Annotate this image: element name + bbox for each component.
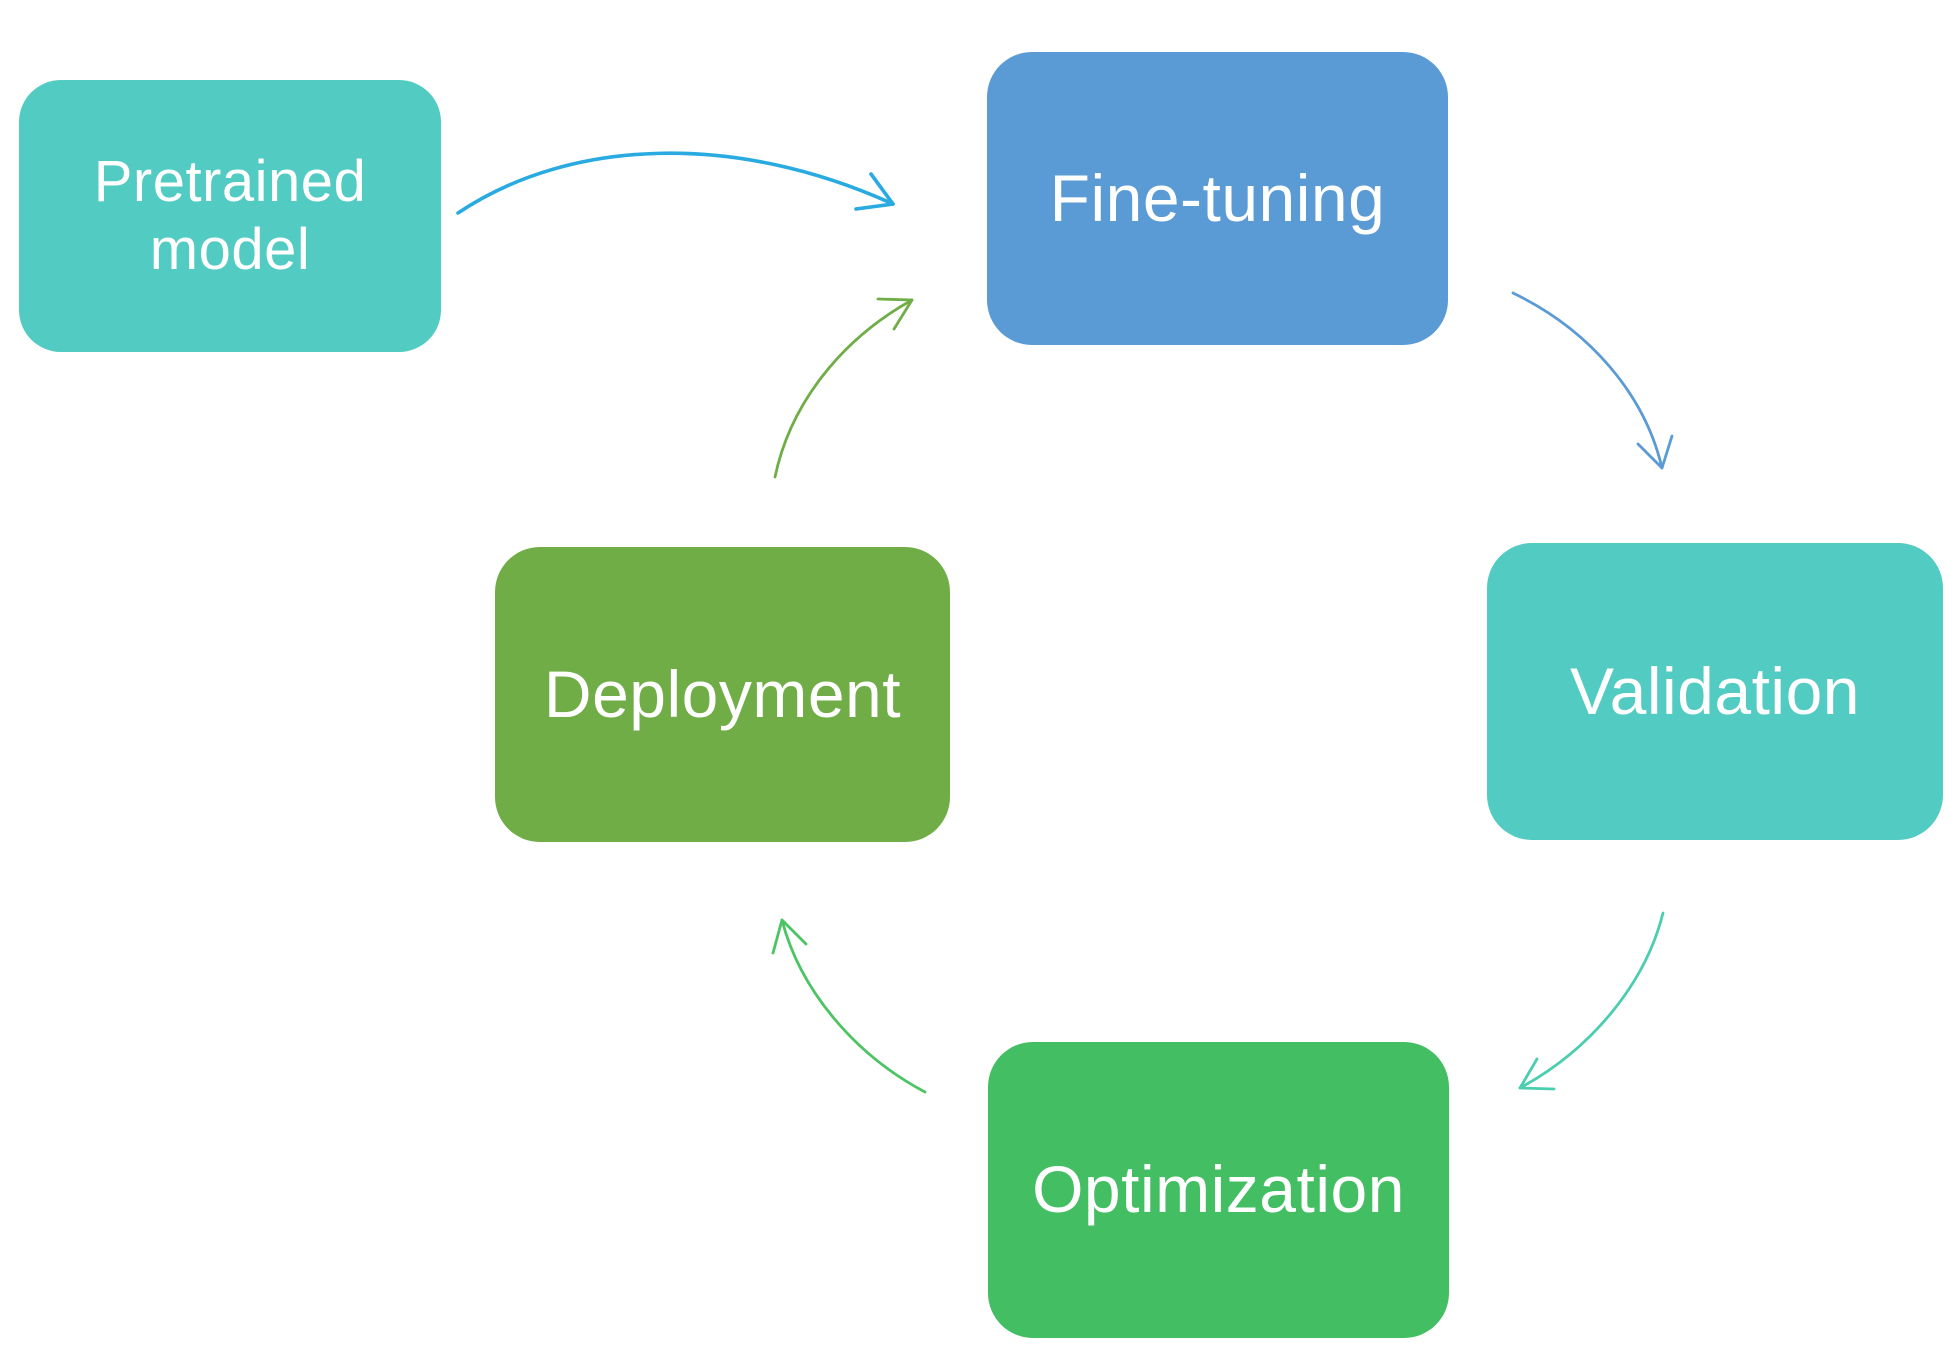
node-fine-tuning-label: Fine-tuning bbox=[1049, 160, 1386, 235]
arrow-finetuning-to-validation bbox=[1511, 291, 1674, 470]
node-optimization: Optimization bbox=[988, 1042, 1449, 1338]
arrow-optimization-to-deployment-shaft bbox=[780, 918, 927, 1094]
arrow-optimization-to-deployment-arrowhead bbox=[771, 918, 808, 955]
node-pretrained-model-label-line2: model bbox=[149, 217, 311, 282]
arrow-pretrained-to-finetuning bbox=[456, 151, 895, 215]
arrow-pretrained-to-finetuning-arrowhead bbox=[854, 172, 895, 211]
node-pretrained-model-label: Pretrained model bbox=[94, 148, 367, 285]
arrow-deployment-to-finetuning-shaft bbox=[773, 298, 914, 479]
arrow-deployment-to-finetuning bbox=[773, 297, 914, 479]
arrow-finetuning-to-validation-shaft bbox=[1511, 291, 1664, 470]
arrow-pretrained-to-finetuning-shaft bbox=[456, 151, 895, 215]
node-validation: Validation bbox=[1487, 543, 1943, 840]
node-deployment: Deployment bbox=[495, 547, 950, 842]
arrow-validation-to-optimization bbox=[1518, 911, 1665, 1091]
node-optimization-label: Optimization bbox=[1032, 1152, 1405, 1227]
arrow-optimization-to-deployment bbox=[771, 918, 927, 1094]
arrow-validation-to-optimization-arrowhead bbox=[1518, 1057, 1556, 1091]
node-deployment-label: Deployment bbox=[543, 656, 902, 731]
arrow-deployment-to-finetuning-arrowhead bbox=[876, 297, 914, 331]
arrow-finetuning-to-validation-arrowhead bbox=[1636, 434, 1674, 470]
node-pretrained-model: Pretrained model bbox=[19, 80, 441, 352]
node-validation-label: Validation bbox=[1570, 653, 1860, 728]
node-pretrained-model-label-line1: Pretrained bbox=[93, 148, 367, 214]
arrow-validation-to-optimization-shaft bbox=[1518, 911, 1665, 1090]
node-fine-tuning: Fine-tuning bbox=[987, 52, 1448, 345]
